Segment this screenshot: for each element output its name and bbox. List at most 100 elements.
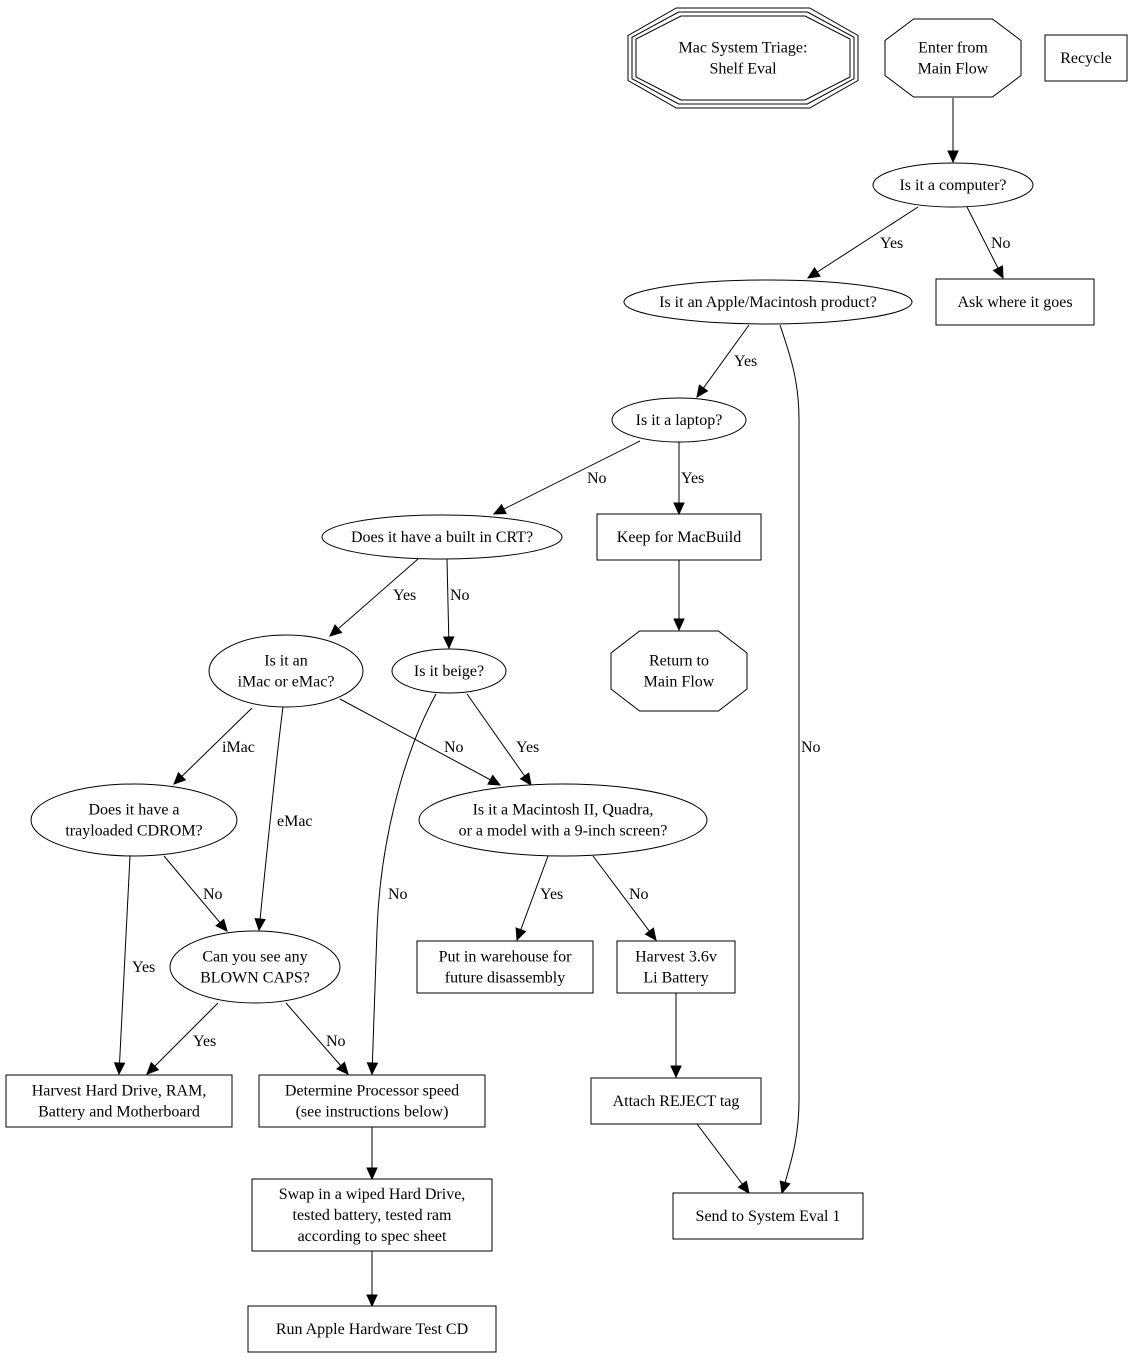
node-label: iMac or eMac? (238, 674, 335, 691)
node-label: Send to System Eval 1 (696, 1208, 841, 1225)
ellipse-shape (623, 279, 913, 325)
node-is-laptop[interactable]: Is it a laptop? (611, 397, 747, 443)
node-label: Harvest Hard Drive, RAM, (32, 1083, 207, 1100)
node-determine-speed[interactable]: Determine Processor speed(see instructio… (258, 1074, 486, 1128)
node-label: Enter from (918, 40, 988, 57)
arrowhead-icon (254, 917, 266, 932)
edge-is-laptop-to-keep-macbuild: Yes (673, 442, 704, 516)
edge-reject-tag-to-send-eval1 (696, 1123, 750, 1194)
node-label: according to spec sheet (298, 1228, 447, 1245)
edge-line (493, 440, 641, 515)
edge-builtin-crt-to-imac-emac: Yes (329, 558, 419, 637)
edge-label: No (388, 886, 408, 903)
node-harvest-hd[interactable]: Harvest Hard Drive, RAM,Battery and Moth… (5, 1074, 233, 1128)
edge-line (696, 1123, 750, 1194)
arrowhead-icon (173, 771, 187, 785)
edge-mac-ii-to-harvest-battery: No (592, 855, 657, 941)
node-label: Is it a computer? (899, 177, 1006, 194)
node-label: BLOWN CAPS? (200, 970, 310, 987)
node-label: Is it a Macintosh II, Quadra, (473, 802, 654, 819)
edge-line (446, 558, 450, 649)
edge-line (696, 324, 750, 398)
node-label: tested battery, tested ram (293, 1207, 452, 1224)
edge-label: No (326, 1033, 346, 1050)
edge-line (779, 324, 800, 1194)
node-recycle[interactable]: Recycle (1044, 34, 1128, 82)
edge-line (118, 855, 131, 1075)
edge-line (173, 707, 253, 785)
edge-imac-emac-to-mac-ii: No (339, 698, 502, 786)
edge-blown-caps-to-harvest-hd: Yes (146, 1002, 219, 1075)
node-label: Main Flow (644, 674, 715, 691)
node-label: Shelf Eval (709, 61, 777, 78)
box-shape (5, 1074, 233, 1128)
arrowhead-icon (487, 774, 502, 786)
edge-label: Yes (393, 587, 416, 604)
arrowhead-icon (442, 636, 455, 650)
node-label: Can you see any (202, 949, 307, 966)
octagon-inner-shape (635, 15, 851, 101)
edge-determine-speed-to-swap-in (366, 1127, 378, 1181)
box-shape (258, 1074, 486, 1128)
edge-is-laptop-to-builtin-crt: No (492, 440, 641, 515)
node-title[interactable]: Mac System Triage:Shelf Eval (627, 7, 859, 109)
edge-line (285, 1002, 349, 1075)
arrowhead-icon (519, 772, 532, 786)
node-label: Run Apple Hardware Test CD (276, 1321, 468, 1338)
node-label: Is it an (264, 653, 308, 670)
ellipse-shape (169, 930, 341, 1004)
node-send-eval1[interactable]: Send to System Eval 1 (672, 1192, 864, 1240)
ellipse-shape (611, 397, 747, 443)
box-shape (672, 1192, 864, 1240)
node-reject-tag[interactable]: Attach REJECT tag (590, 1077, 762, 1125)
edge-label: Yes (734, 353, 757, 370)
edge-is-beige-to-determine-speed: No (366, 693, 437, 1076)
edge-line (592, 855, 657, 941)
edge-line (339, 698, 501, 786)
edge-imac-emac-to-trayloaded: iMac (173, 707, 255, 785)
node-label: Recycle (1060, 50, 1112, 67)
edge-label: Yes (880, 235, 903, 252)
node-run-aht[interactable]: Run Apple Hardware Test CD (247, 1305, 497, 1353)
node-return-main[interactable]: Return to Main Flow (610, 630, 748, 712)
octagon-shape (884, 18, 1022, 98)
arrowhead-icon (947, 150, 959, 164)
node-label: Return to (649, 653, 709, 670)
arrowhead-icon (737, 1180, 750, 1194)
arrowhead-icon (992, 265, 1004, 280)
arrowhead-icon (515, 927, 527, 942)
edge-is-computer-to-ask-where: No (966, 206, 1011, 280)
edge-label: Yes (193, 1033, 216, 1050)
nodes-layer: Mac System Triage:Shelf Eval Enter fromMa… (5, 7, 1128, 1353)
node-swap-in[interactable]: Swap in a wiped Hard Drive,tested batter… (251, 1178, 493, 1252)
arrowhead-icon (366, 1294, 378, 1308)
node-label: Attach REJECT tag (613, 1093, 740, 1110)
edge-label: iMac (222, 739, 255, 756)
arrowhead-icon (673, 502, 685, 516)
edge-line (807, 206, 919, 279)
edge-line (329, 558, 419, 637)
node-mac-ii[interactable]: Is it a Macintosh II, Quadra,or a model … (418, 783, 708, 857)
box-shape (251, 1178, 493, 1252)
edge-label: Yes (540, 886, 563, 903)
node-imac-emac[interactable]: Is it an iMac or eMac? (208, 634, 364, 708)
node-is-beige[interactable]: Is it beige? (391, 648, 507, 694)
node-ask-where[interactable]: Ask where it goes (935, 278, 1095, 326)
node-is-computer[interactable]: Is it a computer? (872, 162, 1034, 208)
node-label: Determine Processor speed (285, 1083, 459, 1100)
node-builtin-crt[interactable]: Does it have a built in CRT? (321, 514, 563, 560)
arrowhead-icon (146, 1061, 160, 1075)
node-keep-macbuild[interactable]: Keep for MacBuild (596, 513, 762, 561)
edge-is-computer-to-is-apple: Yes (806, 206, 919, 279)
node-label: Main Flow (918, 61, 989, 78)
node-is-apple[interactable]: Is it an Apple/Macintosh product? (623, 279, 913, 325)
ellipse-shape (391, 648, 507, 694)
ellipse-shape (418, 783, 708, 857)
arrowhead-icon (366, 1062, 379, 1076)
edge-trayloaded-to-blown-caps: No (163, 855, 228, 932)
